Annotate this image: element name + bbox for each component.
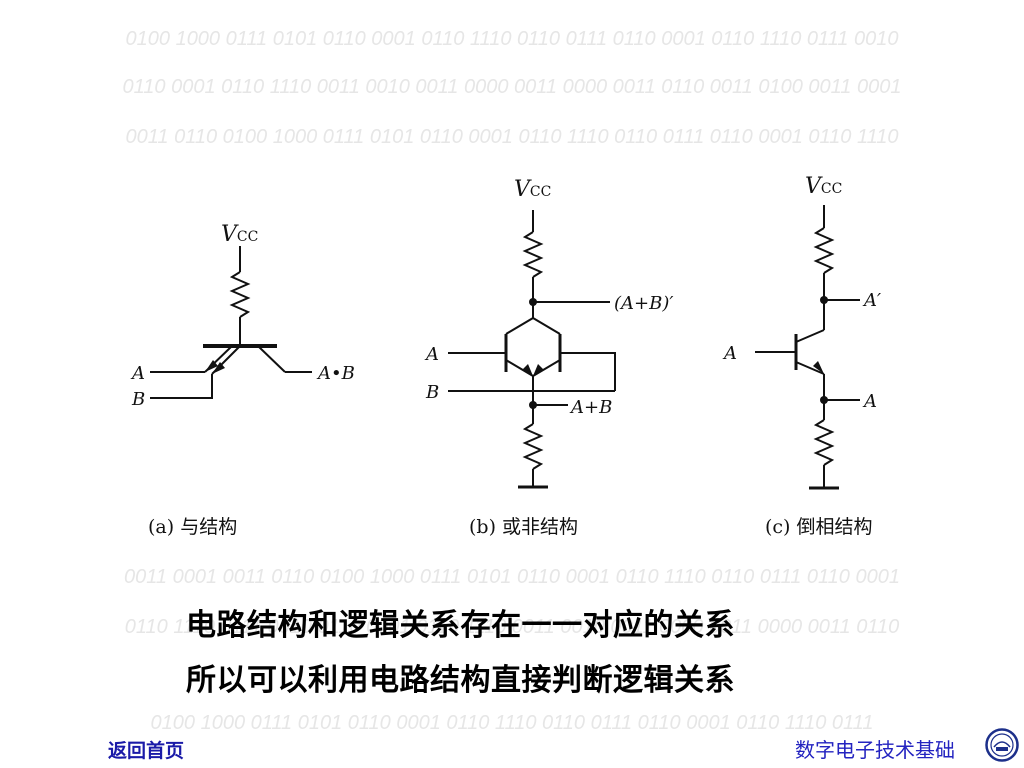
home-link[interactable]: 返回首页 — [108, 740, 185, 762]
output-a-label: A — [862, 391, 877, 412]
message-line-1: 电路结构和逻辑关系存在一一对应的关系 — [186, 608, 735, 643]
circuit-diagram: VCC A B A•B VCC (A+B)′ A B A+B VCC A′ A … — [130, 174, 881, 490]
course-title: 数字电子技术基础 — [795, 738, 955, 762]
caption-c: (c) 倒相结构 — [765, 516, 873, 538]
vcc-label-b: VCC — [514, 177, 551, 202]
circuit-figure: VCC A B A•B VCC (A+B)′ A B A+B VCC A′ A … — [100, 160, 940, 560]
figure-panel — [100, 160, 940, 560]
input-b-label: B — [425, 382, 439, 403]
input-b-label: B — [131, 389, 145, 410]
binary-background-line: 0011 0001 0011 0110 0100 1000 0111 0101 … — [124, 566, 900, 588]
message-line-2: 所以可以利用电路结构直接判断逻辑关系 — [186, 663, 735, 698]
input-a-label: A — [130, 363, 145, 384]
caption-a: (a) 与结构 — [148, 516, 238, 538]
binary-background-line: 0100 1000 0111 0101 0110 0001 0110 1110 … — [150, 712, 874, 734]
binary-background-line: 0100 1000 0111 0101 0110 0001 0110 1110 … — [125, 28, 899, 50]
output-and-label: A•B — [316, 363, 355, 384]
binary-background-line: 0011 0110 0100 1000 0111 0101 0110 0001 … — [125, 126, 899, 148]
output-or-label: A+B — [569, 397, 612, 418]
circuit-b — [448, 210, 616, 489]
output-not-label: A′ — [862, 290, 881, 311]
caption-b: (b) 或非结构 — [469, 516, 579, 538]
vcc-label-c: VCC — [805, 174, 842, 199]
output-nor-label: (A+B)′ — [614, 293, 673, 314]
binary-background-line: 0110 0001 0110 1110 0011 0010 0011 0000 … — [122, 76, 902, 98]
university-seal-icon — [985, 728, 1019, 762]
circuit-c — [755, 205, 860, 490]
input-a-label: A — [424, 344, 439, 365]
input-a-label: A — [722, 343, 737, 364]
circuit-a — [150, 246, 312, 399]
binary-background-line: 0110 1110 0111 0010 0110 0001 0110 1110 … — [124, 616, 900, 638]
vcc-label-a: VCC — [221, 222, 258, 247]
